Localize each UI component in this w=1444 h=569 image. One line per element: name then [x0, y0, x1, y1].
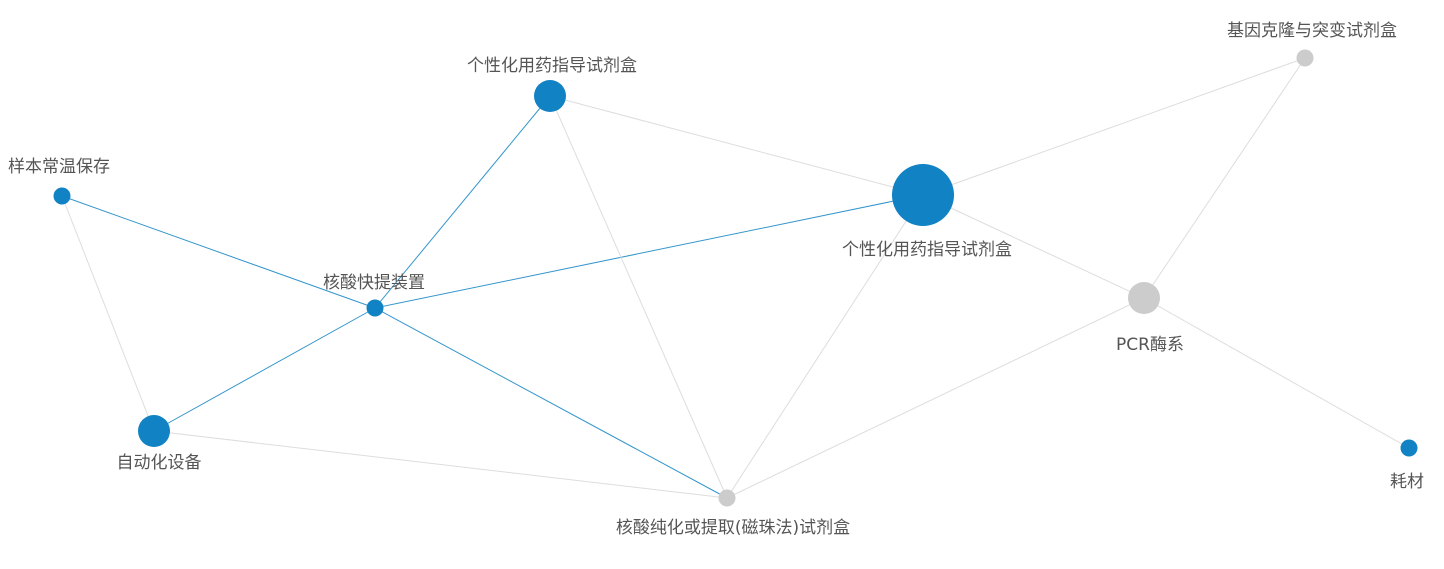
edge-n4-n1 — [374, 95, 551, 309]
node-label-n6: 自动化设备 — [117, 453, 202, 473]
edge-n1-n0 — [549, 95, 924, 196]
node-n0[interactable] — [892, 164, 954, 226]
node-n3[interactable] — [53, 187, 71, 205]
node-n7[interactable] — [1400, 439, 1418, 457]
node-n2[interactable] — [1296, 49, 1314, 67]
node-n1[interactable] — [534, 80, 566, 112]
edge-n2-n5 — [1143, 57, 1306, 299]
edge-n4-n8 — [374, 307, 728, 499]
node-label-n4: 核酸快提装置 — [323, 273, 425, 293]
edge-n0-n8 — [726, 194, 924, 499]
label-layer: 个性化用药指导试剂盒个性化用药指导试剂盒基因克隆与突变试剂盒样本常温保存核酸快提… — [8, 21, 1424, 538]
edge-n6-n8 — [153, 430, 728, 499]
node-n6[interactable] — [138, 415, 170, 447]
edge-n3-n6 — [61, 195, 155, 432]
node-label-n7: 耗材 — [1390, 472, 1424, 492]
node-n4[interactable] — [366, 299, 384, 317]
node-n5[interactable] — [1128, 282, 1160, 314]
node-label-n0: 个性化用药指导试剂盒 — [842, 240, 1012, 260]
edge-n5-n7 — [1143, 297, 1410, 449]
edge-n4-n3 — [61, 195, 376, 309]
edge-n1-n8 — [549, 95, 728, 499]
edge-layer — [61, 57, 1410, 499]
edge-n0-n5 — [922, 194, 1145, 299]
node-label-n1: 个性化用药指导试剂盒 — [467, 56, 637, 76]
node-label-n3: 样本常温保存 — [8, 157, 110, 177]
node-label-n5: PCR酶系 — [1116, 335, 1184, 355]
edge-n4-n6 — [153, 307, 376, 432]
node-n8[interactable] — [718, 489, 736, 507]
edge-n5-n8 — [726, 297, 1145, 499]
edge-n4-n0 — [374, 194, 924, 309]
edge-n0-n2 — [922, 57, 1306, 196]
node-label-n2: 基因克隆与突变试剂盒 — [1227, 21, 1397, 41]
node-label-n8: 核酸纯化或提取(磁珠法)试剂盒 — [616, 518, 850, 538]
node-layer — [53, 49, 1418, 507]
